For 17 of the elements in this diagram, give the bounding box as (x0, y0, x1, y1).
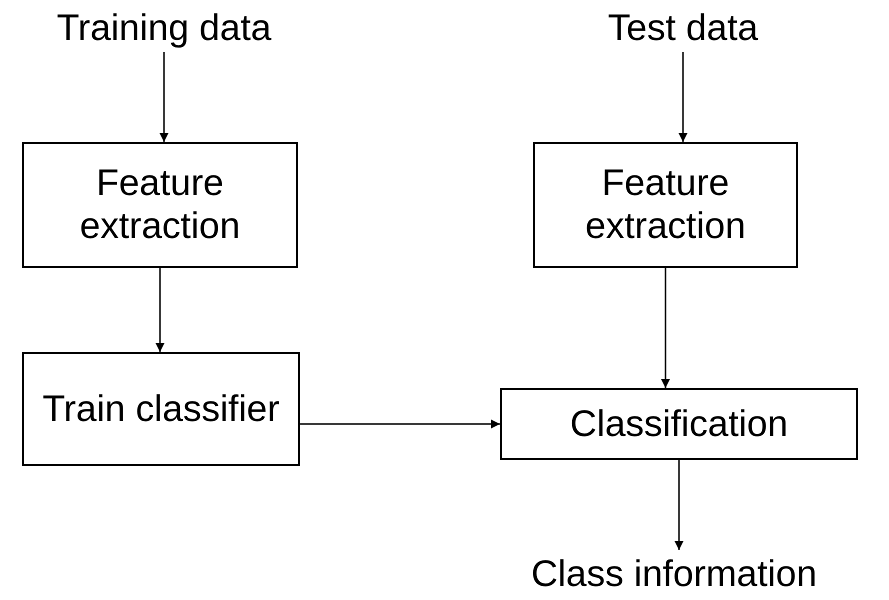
arrow (156, 268, 164, 352)
data-label: Training data (56, 6, 272, 50)
arrow (300, 420, 500, 428)
box-label: Classification (570, 402, 788, 446)
arrow (661, 268, 670, 388)
data-label: Class information (531, 552, 817, 596)
process-box (22, 352, 300, 466)
box-label: Feature extraction (78, 162, 242, 248)
arrow (160, 52, 168, 142)
box-label: Feature extraction (584, 162, 747, 248)
arrow (674, 460, 684, 550)
box-label: Train classifier (42, 388, 280, 430)
process-box (533, 142, 798, 268)
data-label: Test data (608, 6, 758, 50)
process-box (500, 388, 858, 460)
process-box (22, 142, 298, 268)
arrow (678, 52, 688, 142)
